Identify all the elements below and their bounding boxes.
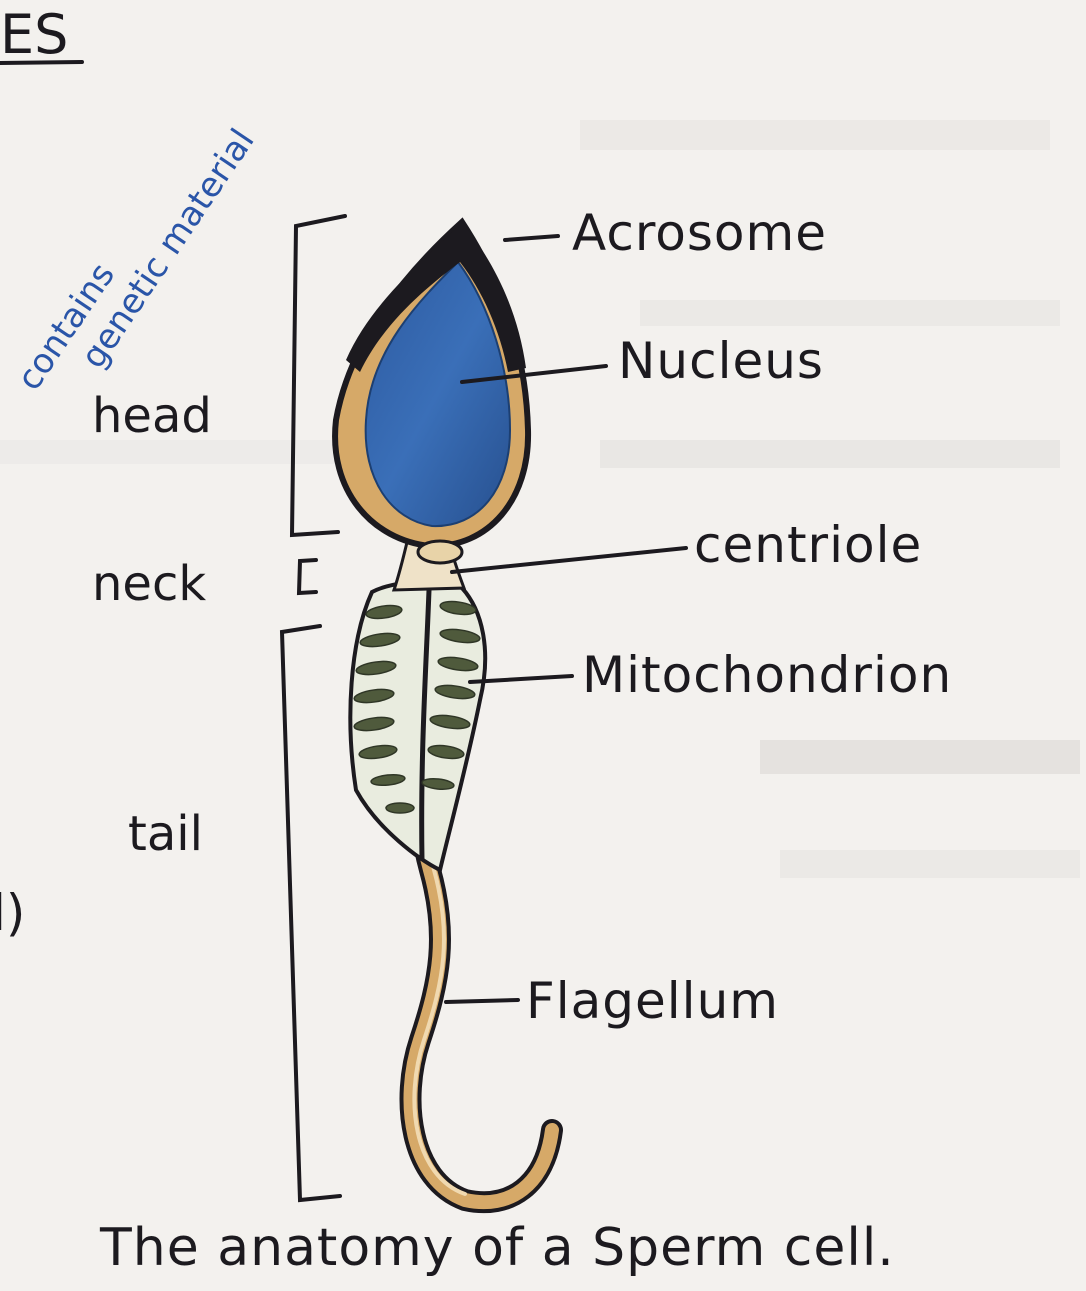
nucleus-leader — [460, 364, 608, 384]
head-bracket — [289, 214, 347, 538]
centriole-leader — [450, 546, 688, 574]
acrosome-leader — [503, 234, 560, 242]
region-label-neck: neck — [92, 556, 207, 612]
part-label-centriole: centriole — [694, 516, 923, 574]
tail-bracket — [279, 624, 342, 1203]
header-fragment: ES — [0, 3, 69, 66]
region-label-tail: tail — [128, 806, 203, 862]
edge-fragment: l) — [0, 884, 26, 942]
mitochondria-bands — [353, 600, 481, 814]
part-label-nucleus: Nucleus — [618, 332, 824, 390]
header-underline — [0, 60, 84, 65]
figure-caption: The anatomy of a Sperm cell. — [100, 1218, 895, 1278]
neck-bracket — [296, 558, 318, 596]
region-label-head: head — [92, 388, 212, 444]
part-label-acrosome: Acrosome — [572, 204, 827, 262]
part-label-flagellum: Flagellum — [526, 972, 779, 1030]
head-shape — [332, 217, 532, 565]
part-label-mitochondrion: Mitochondrion — [582, 646, 953, 704]
flagellum-leader — [444, 998, 520, 1004]
mitochondrion-leader — [468, 674, 574, 684]
